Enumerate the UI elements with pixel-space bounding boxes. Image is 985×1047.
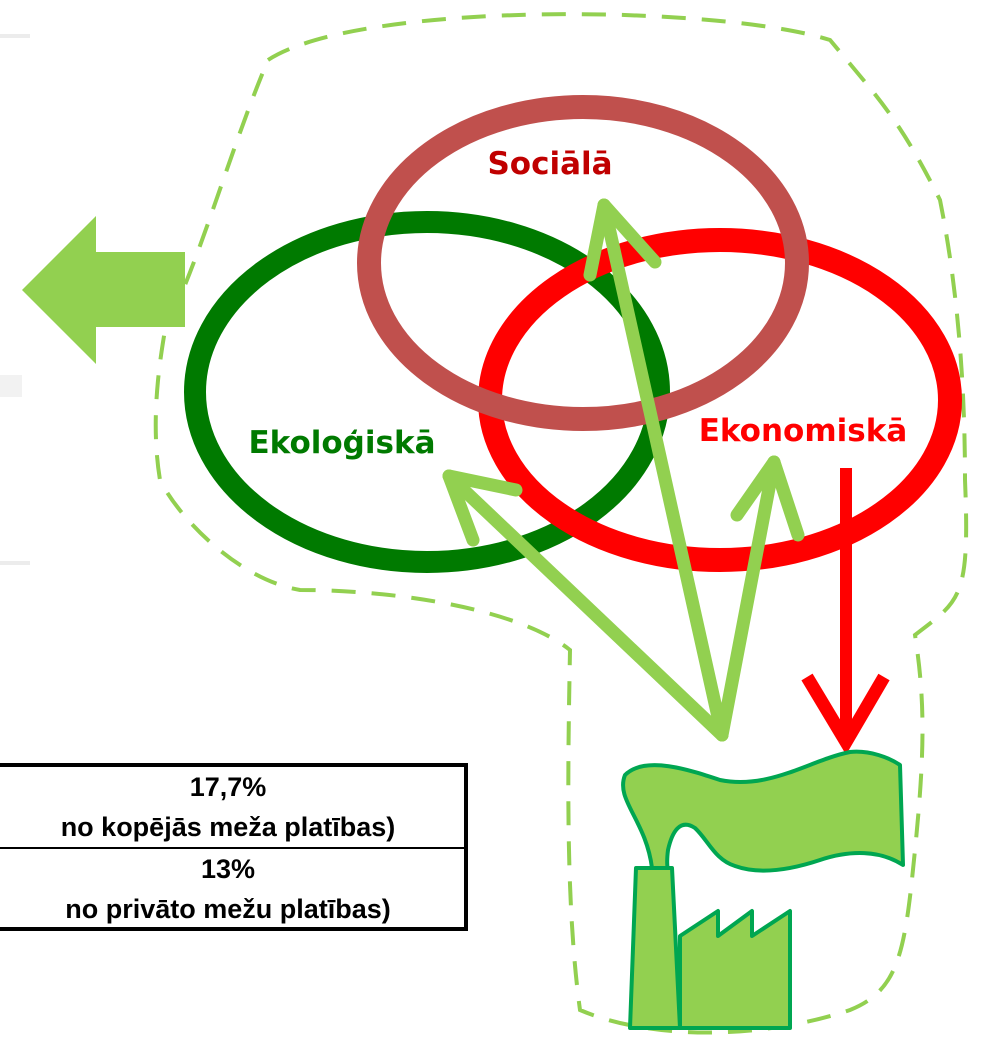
factory-chimney: [628, 866, 682, 1030]
stat-divider: [0, 847, 464, 849]
economic-circle: [478, 228, 962, 572]
economic-label: Ekonomiskā: [699, 413, 908, 449]
stat-description: no privāto mežu platības): [65, 894, 391, 924]
green-arrow-to-economic: [715, 455, 805, 742]
social-label: Sociālā: [487, 146, 612, 182]
stat-value: 17,7%: [189, 772, 267, 802]
left-arrow-shape: [22, 216, 185, 364]
ecological-label: Ekoloģiskā: [249, 425, 436, 461]
faint-divider-top: [0, 34, 30, 38]
social-circle: [357, 95, 809, 431]
ecological-circle: [184, 211, 670, 573]
green-arrow-to-social: [583, 198, 729, 742]
factory-smoke: [621, 749, 905, 873]
factory-building: [678, 909, 792, 1030]
factory-icon: [621, 749, 905, 1030]
dashed-boundary: [153, 12, 969, 1035]
stat-description: no kopējās meža platības): [60, 812, 396, 842]
stat-cell-private: 13% no privāto mežu platības): [0, 849, 464, 929]
green-arrow-to-ecological: [442, 469, 729, 742]
stat-cell-total: 17,7% no kopējās meža platības): [0, 767, 464, 847]
faint-mark: [0, 375, 22, 397]
faint-divider-bottom: [0, 561, 30, 565]
stats-table: 17,7% no kopējās meža platības) 13% no p…: [0, 763, 468, 931]
red-arrow-to-factory: [801, 468, 890, 755]
stat-value: 13%: [200, 854, 256, 884]
